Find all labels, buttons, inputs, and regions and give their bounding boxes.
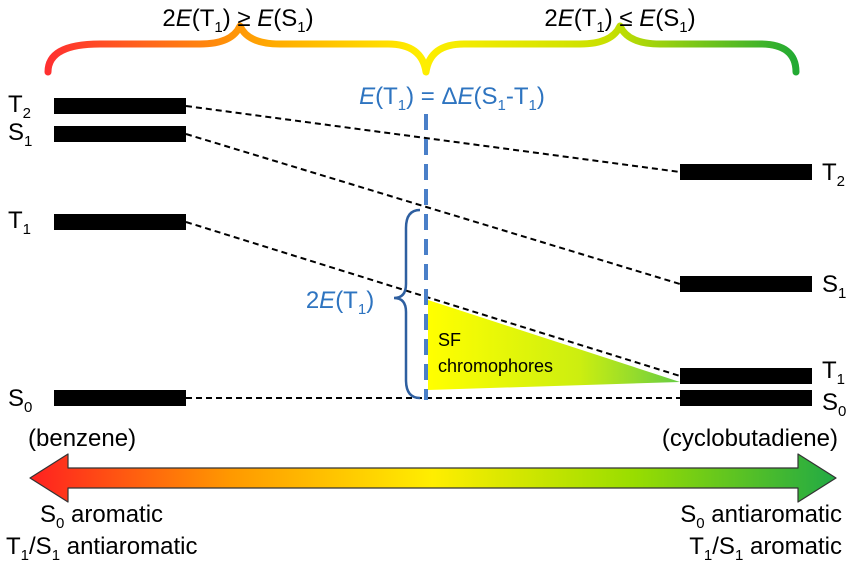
gap-brace [393,208,421,400]
left-label-s0: S0 [8,385,32,416]
benzene-label: (benzene) [28,425,136,452]
right-bar-t1 [680,368,812,384]
left-label-t1: T1 [8,207,31,238]
bottom-left-line2: T1/S1 antiaromatic [6,533,197,562]
bottom-left-line1: S0 aromatic [40,501,163,532]
gap-label: 2E(T1) [306,287,374,318]
right-level-bars [680,164,812,406]
right-label-t1: T1 [822,357,845,388]
aromaticity-arrow [29,453,837,503]
header-right-label: 2E(T1) ≤ E(S1) [544,5,695,36]
level-connectors [185,105,681,399]
connector-s1 [185,133,681,285]
left-label-t2: T2 [8,91,31,122]
left-level-bars [54,98,186,406]
left-label-s1: S1 [8,119,32,150]
top-brace [44,22,800,76]
sf-label: SF chromophores [438,330,553,376]
right-label-s1: S1 [822,271,846,302]
connector-t2 [185,105,681,173]
left-bar-s1 [54,126,186,142]
right-bar-t2 [680,164,812,180]
sf-region [428,300,680,390]
left-bar-s0 [54,390,186,406]
right-label-t2: T2 [822,159,845,190]
cyclobutadiene-label: (cyclobutadiene) [662,425,838,452]
left-bar-t1 [54,214,186,230]
right-bar-s0 [680,390,812,406]
right-label-s0: S0 [822,389,846,420]
bottom-right-line2: T1/S1 aromatic [689,533,842,562]
right-bar-s1 [680,276,812,292]
header-left-label: 2E(T1) ≥ E(S1) [162,5,313,36]
threshold-label: E(T1) = ΔE(S1-T1) [359,83,545,114]
bottom-right-line1: S0 antiaromatic [680,501,842,532]
connector-t1 [185,221,681,377]
left-bar-t2 [54,98,186,114]
